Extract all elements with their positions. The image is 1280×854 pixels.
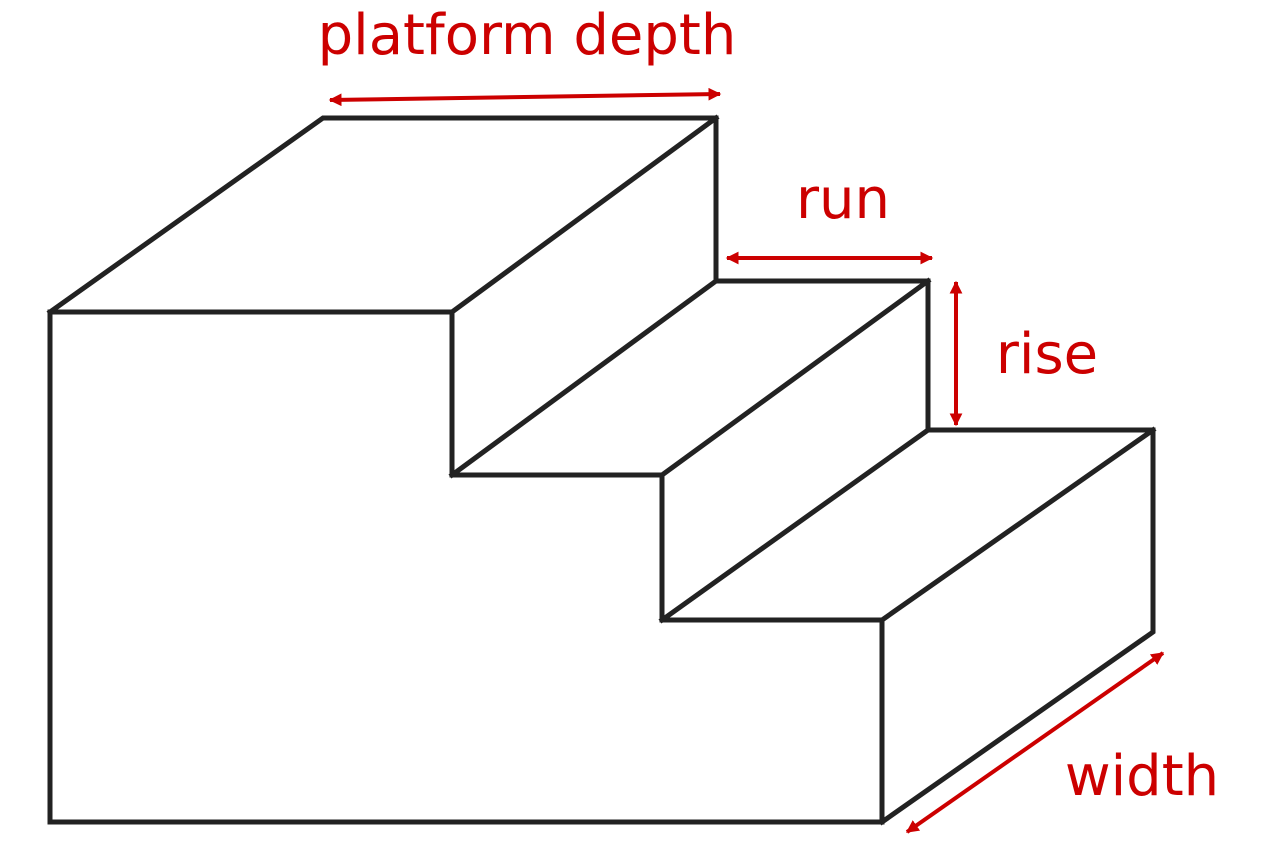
step-two-front-edge — [878, 426, 1157, 624]
rise-label: rise — [996, 322, 1098, 387]
dimension-arrows — [328, 87, 1165, 834]
dimension-labels: platform depth run rise width — [318, 3, 1220, 809]
platform-top-back-edges — [46, 115, 719, 316]
stair-outline — [46, 114, 1157, 826]
width-arrow — [905, 651, 1165, 834]
step-two-nosing-edge — [658, 426, 932, 624]
front-profile — [47, 309, 885, 825]
width-label: width — [1065, 744, 1219, 809]
platform-depth-label: platform depth — [318, 3, 737, 68]
step-one-front-edge — [658, 277, 932, 479]
step-one-nosing-edge — [448, 277, 720, 479]
platform-depth-arrow — [328, 87, 722, 107]
run-label: run — [796, 167, 890, 232]
platform-front-edge — [448, 114, 720, 316]
